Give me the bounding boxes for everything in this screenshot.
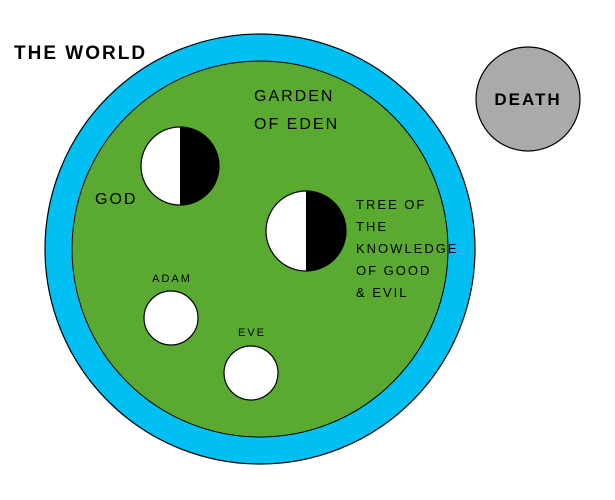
tree-label-line4: OF GOOD [356, 263, 431, 278]
tree-label-line1: TREE OF [356, 197, 426, 212]
tree-circle-dark-half [306, 191, 346, 271]
death-circle [475, 46, 581, 152]
god-circle-light-half [141, 127, 180, 205]
tree-label-line3: KNOWLEDGE [356, 241, 459, 256]
adam-circle [143, 290, 199, 346]
world-label: THE WORLD [14, 43, 147, 64]
eve-label: EVE [238, 327, 266, 339]
god-label: GOD [95, 191, 137, 208]
tree-circle [265, 190, 347, 272]
god-circle-dark-half [180, 127, 219, 205]
tree-label-line2: THE [356, 219, 388, 234]
tree-circle-light-half [266, 191, 306, 271]
garden-label-line2: OF EDEN [254, 116, 339, 133]
eve-circle [223, 345, 279, 401]
adam-label: ADAM [152, 273, 192, 285]
god-circle [140, 126, 220, 206]
death-label: DEATH [494, 90, 561, 109]
tree-label-line5: & EVIL [356, 285, 408, 300]
garden-label-line1: GARDEN [254, 88, 334, 105]
